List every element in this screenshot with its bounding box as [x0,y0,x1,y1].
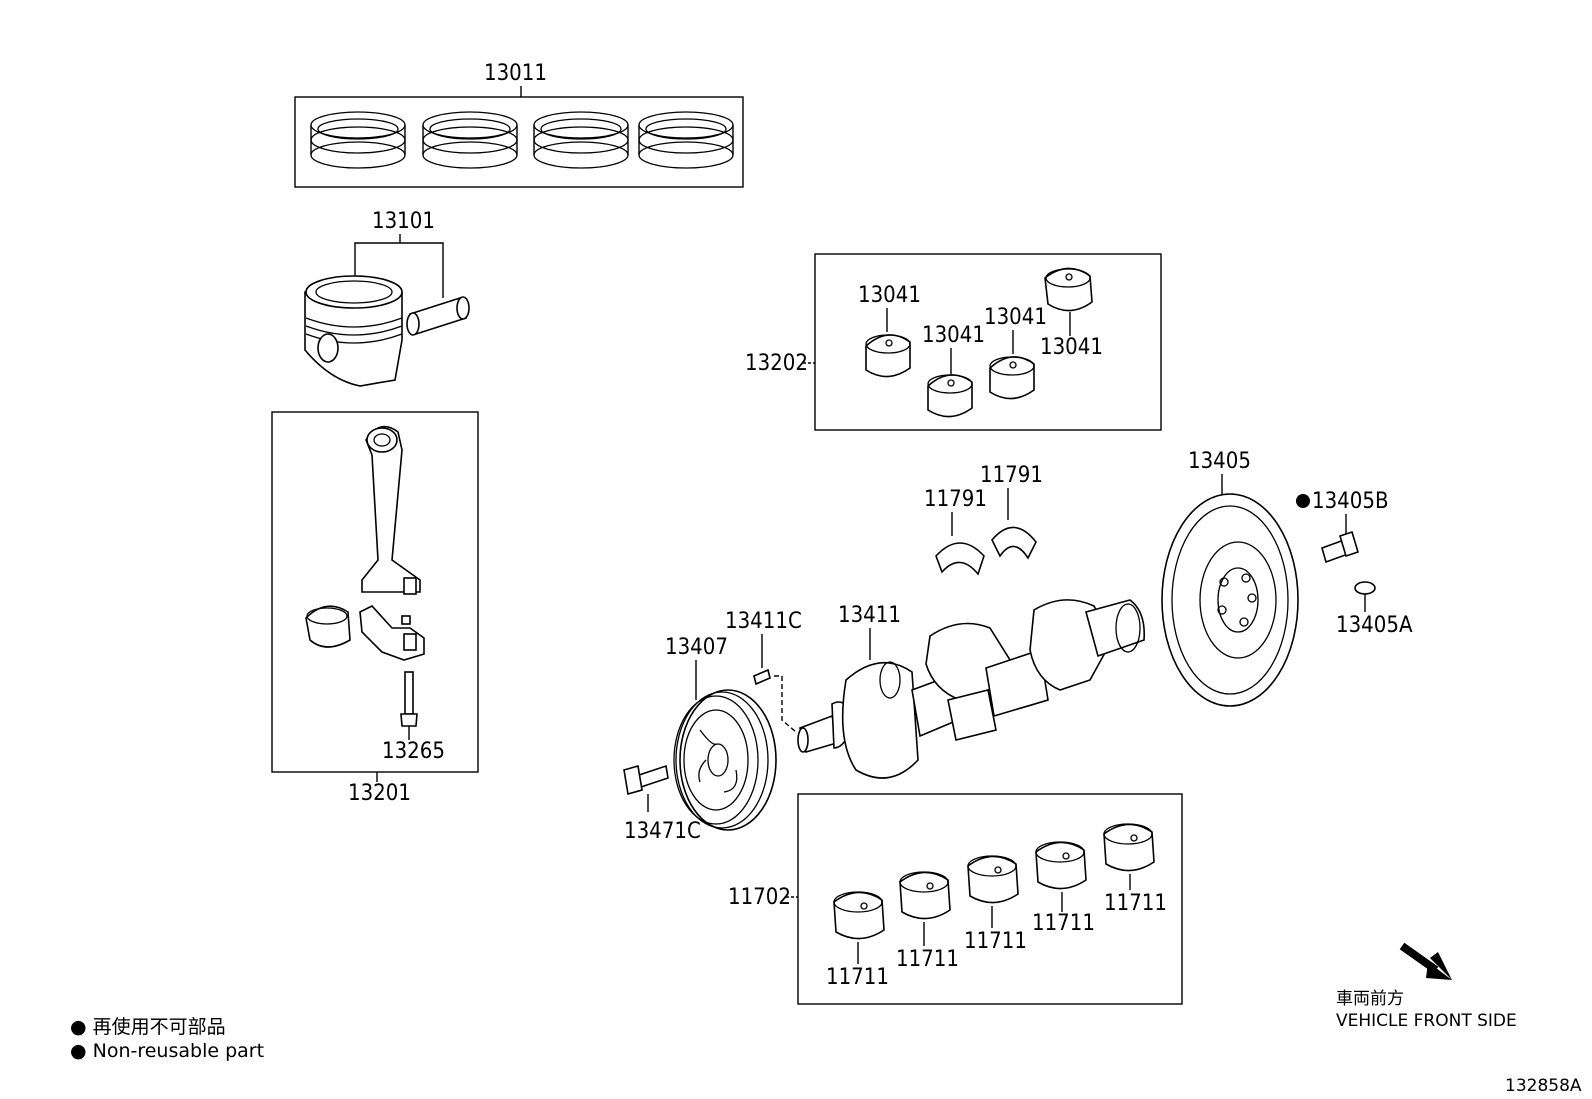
part-number-13011[interactable]: 13011 [484,61,547,86]
thrust-washer-group: 11791 11791 [924,463,1043,576]
piston-ring-set-group: 13011 [294,61,744,188]
piston-ring-set-3 [533,111,629,169]
legend-japanese: ● 再使用不可部品 [70,1016,226,1038]
bearing-shell-icon [865,334,911,378]
non-reusable-marker-icon [1296,494,1310,508]
rod-bearing-set-group: 13202 13041 13041 13041 13041 [745,253,1162,431]
bearing-shell-icon [927,374,973,418]
rod-bearing-icon [305,605,351,648]
part-number-13407[interactable]: 13407 [665,635,728,660]
figure-id: 132858A [1505,1076,1582,1096]
part-number-11711-c[interactable]: 11711 [964,929,1027,954]
main-bearing-box [797,793,1183,1005]
vehicle-front-indicator: 車両前方 VEHICLE FRONT SIDE [1336,942,1517,1031]
vehicle-front-label-japanese: 車両前方 [1336,989,1404,1009]
piston-ring-set-1 [310,111,406,169]
part-number-11711-d[interactable]: 11711 [1032,911,1095,936]
pulley-bolt-icon [623,764,669,796]
connecting-rod-box [271,411,479,773]
crank-pulley-group: 13407 13471C [623,635,777,844]
part-number-13202[interactable]: 13202 [745,351,808,376]
connecting-rod-icon [361,425,421,595]
direction-arrow-icon [1399,942,1452,980]
part-number-13411C[interactable]: 13411C [725,609,802,634]
flywheel-icon [1161,493,1299,707]
part-number-13411[interactable]: 13411 [838,603,901,628]
bearing-shell-icon [1103,823,1155,872]
part-number-13405B[interactable]: 13405B [1312,489,1389,514]
part-number-13471C[interactable]: 13471C [624,819,701,844]
part-number-13265[interactable]: 13265 [382,739,445,764]
crankshaft-group: 13411 13411C [725,599,1146,779]
part-number-13041-c[interactable]: 13041 [984,305,1047,330]
part-number-13101[interactable]: 13101 [372,209,435,234]
part-number-13405[interactable]: 13405 [1188,449,1251,474]
bearing-shell-icon [899,871,951,920]
rod-cap-icon [359,605,425,661]
legend: ● 再使用不可部品 ● Non-reusable part [70,1016,264,1062]
piston-ring-set-2 [422,111,518,169]
part-number-13041-a[interactable]: 13041 [858,283,921,308]
part-number-13201[interactable]: 13201 [348,781,411,806]
rod-bolt-icon [400,671,418,727]
part-number-11711-b[interactable]: 11711 [896,947,959,972]
thrust-washer-icon [991,526,1037,560]
piston-group: 13101 [304,209,470,387]
piston-icon [304,275,403,387]
part-number-11791-b[interactable]: 11791 [980,463,1043,488]
bearing-shell-icon [967,855,1019,904]
bearing-shell-icon [833,891,885,940]
crank-pulley-icon [673,689,777,831]
bearing-shell-icon [1044,267,1093,312]
bearing-shell-icon [989,356,1035,400]
bearing-shell-icon [1035,841,1087,890]
part-number-11711-e[interactable]: 11711 [1104,891,1167,916]
part-number-11711-a[interactable]: 11711 [826,965,889,990]
main-bearing-set-group: 11702 11711 11711 11711 11711 [728,793,1183,1005]
piston-ring-set-4 [638,111,734,169]
part-number-13405A[interactable]: 13405A [1336,613,1413,638]
piston-pin-icon [406,296,470,336]
crankshaft-icon [797,599,1146,779]
legend-english: ● Non-reusable part [70,1040,264,1062]
part-number-13041-b[interactable]: 13041 [922,323,985,348]
vehicle-front-label-english: VEHICLE FRONT SIDE [1336,1011,1517,1031]
connecting-rod-group: 13265 13201 [271,411,479,806]
part-number-11791-a[interactable]: 11791 [924,487,987,512]
flywheel-group: 13405 13405B 13405A [1161,449,1413,707]
woodruff-key-icon [753,668,771,686]
rod-bearing-box [814,253,1162,431]
flywheel-bolt-icon [1321,530,1359,564]
part-number-13041-d[interactable]: 13041 [1040,335,1103,360]
thrust-washer-icon [935,542,985,576]
flywheel-pin-icon [1354,581,1376,595]
part-number-11702[interactable]: 11702 [728,885,791,910]
piston-ring-box [294,96,744,188]
